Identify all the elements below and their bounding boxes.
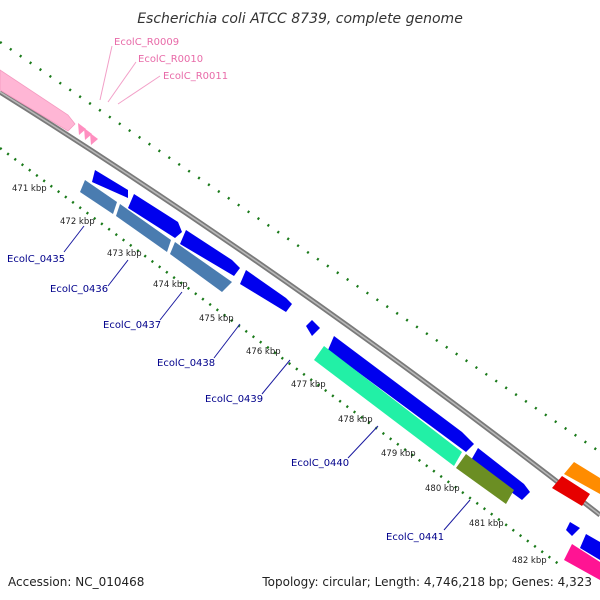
gene-label[interactable]: EcolC_0441 <box>386 532 444 543</box>
tick-label: 471 kbp <box>12 184 47 194</box>
cds-feature[interactable] <box>306 320 320 336</box>
cds-feature[interactable] <box>566 522 580 536</box>
gene-label[interactable]: EcolC_0440 <box>291 458 349 469</box>
tick-label: 476 kbp <box>246 347 281 357</box>
gene-feature-red[interactable] <box>552 476 590 506</box>
trna-feature[interactable] <box>90 133 98 145</box>
rna-label[interactable]: EcolC_R0010 <box>138 54 203 65</box>
tick-label: 477 kbp <box>291 380 326 390</box>
tick-label: 479 kbp <box>381 449 416 459</box>
cds-feature[interactable] <box>92 170 128 198</box>
gene-feature[interactable] <box>456 454 514 504</box>
gene-feature-orange[interactable] <box>564 462 600 494</box>
gene-label[interactable]: EcolC_0436 <box>50 284 108 295</box>
rna-label[interactable]: EcolC_R0009 <box>114 37 179 48</box>
gene-feature-magenta[interactable] <box>564 544 600 580</box>
tick-label: 475 kbp <box>199 314 234 324</box>
tick-label: 473 kbp <box>107 249 142 259</box>
rna-labels: EcolC_R0009 EcolC_R0010 EcolC_R0011 <box>114 37 228 82</box>
cds-feature[interactable] <box>470 448 530 500</box>
outer-tick-ring <box>0 40 600 454</box>
reverse-gene-track <box>80 180 514 504</box>
tick-label: 482 kbp <box>512 556 547 566</box>
gene-label[interactable]: EcolC_0435 <box>7 254 65 265</box>
rna-label-connectors <box>99 45 161 105</box>
trna-feature[interactable] <box>84 128 92 140</box>
tick-label: 472 kbp <box>60 217 95 227</box>
tick-label: 481 kbp <box>469 519 504 529</box>
gene-feature[interactable] <box>170 242 232 292</box>
gene-feature[interactable] <box>116 204 171 252</box>
trna-feature[interactable] <box>78 123 86 135</box>
cds-feature[interactable] <box>328 336 474 452</box>
rrna-feature[interactable] <box>0 69 76 132</box>
tick-labels: 471 kbp 472 kbp 473 kbp 474 kbp 475 kbp … <box>12 184 547 566</box>
rna-label[interactable]: EcolC_R0011 <box>163 71 228 82</box>
genome-backbone <box>0 89 600 517</box>
cds-feature[interactable] <box>180 230 240 276</box>
forward-cds-track <box>92 170 600 560</box>
cds-feature[interactable] <box>580 534 600 560</box>
cds-feature[interactable] <box>240 270 292 312</box>
map-title: Escherichia coli ATCC 8739, complete gen… <box>137 11 463 27</box>
gene-label-connectors <box>63 225 471 531</box>
genome-summary-text: Topology: circular; Length: 4,746,218 bp… <box>261 575 592 589</box>
gene-label[interactable]: EcolC_0438 <box>157 358 215 369</box>
tick-label: 480 kbp <box>425 484 460 494</box>
gene-labels: EcolC_0435 EcolC_0436 EcolC_0437 EcolC_0… <box>7 254 444 543</box>
tick-label: 474 kbp <box>153 280 188 290</box>
gene-label[interactable]: EcolC_0437 <box>103 320 161 331</box>
gene-feature[interactable] <box>80 180 117 214</box>
cds-feature[interactable] <box>128 194 182 238</box>
accession-text: Accession: NC_010468 <box>8 575 144 589</box>
tick-label: 478 kbp <box>338 415 373 425</box>
gene-feature[interactable] <box>314 346 462 466</box>
gene-label[interactable]: EcolC_0439 <box>205 394 263 405</box>
